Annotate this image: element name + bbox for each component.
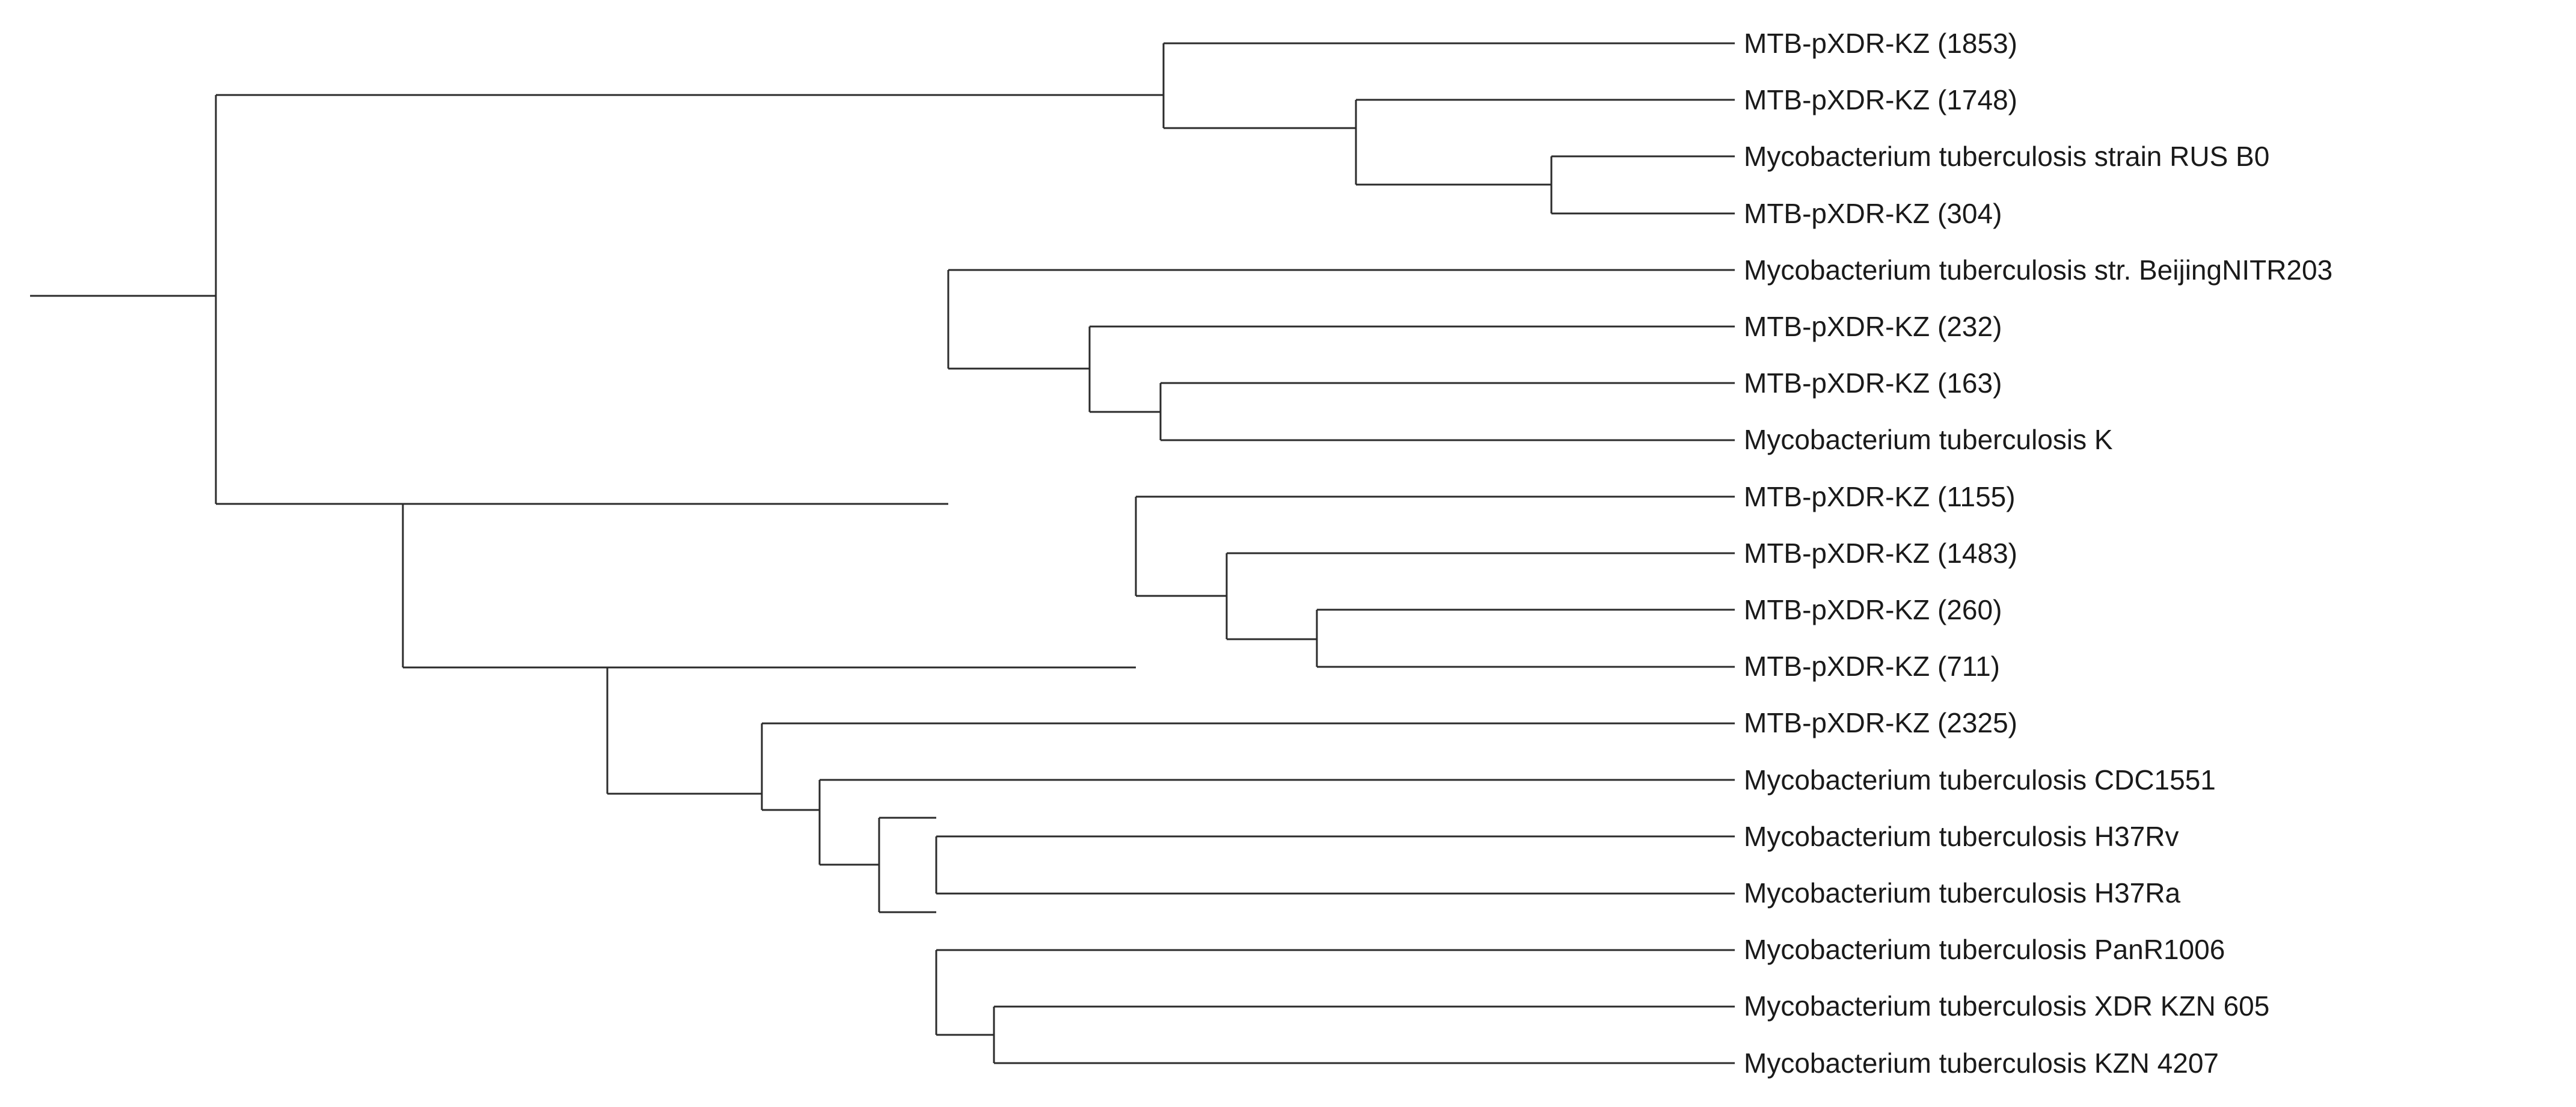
leaf-label: Mycobacterium tuberculosis XDR KZN 605 xyxy=(1744,990,2270,1022)
leaf-label: MTB-pXDR-KZ (711) xyxy=(1744,651,2000,682)
leaf-label: MTB-pXDR-KZ (1748) xyxy=(1744,84,2017,116)
leaf-label: Mycobacterium tuberculosis CDC1551 xyxy=(1744,764,2216,796)
leaf-label: MTB-pXDR-KZ (1155) xyxy=(1744,480,2016,512)
leaf-label: Mycobacterium tuberculosis str. BeijingN… xyxy=(1744,254,2333,286)
leaf-label: MTB-pXDR-KZ (2325) xyxy=(1744,707,2017,739)
leaf-label: MTB-pXDR-KZ (260) xyxy=(1744,594,2002,625)
leaf-label: Mycobacterium tuberculosis strain RUS B0 xyxy=(1744,141,2270,173)
leaf-label: Mycobacterium tuberculosis PanR1006 xyxy=(1744,934,2225,966)
leaf-label: Mycobacterium tuberculosis H37Ra xyxy=(1744,877,2181,909)
leaf-label: MTB-pXDR-KZ (1853) xyxy=(1744,28,2017,59)
tree-branch-lines xyxy=(30,42,1735,1064)
leaf-label: Mycobacterium tuberculosis KZN 4207 xyxy=(1744,1047,2219,1079)
leaf-label: Mycobacterium tuberculosis H37Rv xyxy=(1744,820,2179,852)
leaf-label: MTB-pXDR-KZ (304) xyxy=(1744,197,2002,229)
leaf-label: MTB-pXDR-KZ (163) xyxy=(1744,367,2002,399)
leaf-label: MTB-pXDR-KZ (232) xyxy=(1744,311,2002,342)
leaf-label: MTB-pXDR-KZ (1483) xyxy=(1744,537,2017,569)
leaf-label: Mycobacterium tuberculosis K xyxy=(1744,424,2113,456)
